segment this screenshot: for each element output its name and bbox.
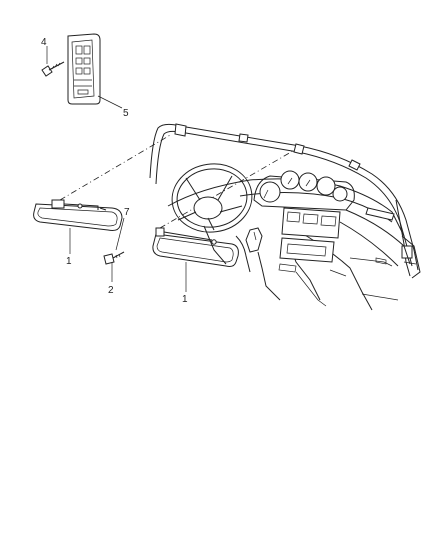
a-pillar-right bbox=[395, 199, 421, 279]
callout-1-right: 1 bbox=[182, 294, 188, 305]
center-console bbox=[278, 207, 341, 273]
callout-labels: 4 5 7 1 2 1 bbox=[41, 37, 188, 305]
floor-lines bbox=[295, 269, 399, 307]
callout-1-left: 1 bbox=[66, 256, 72, 267]
callout-4: 4 bbox=[41, 37, 47, 48]
sun-visor-right-part-1 bbox=[152, 227, 239, 267]
callout-7: 7 bbox=[124, 207, 130, 218]
screw-part-4 bbox=[41, 61, 65, 77]
instrument-cluster bbox=[253, 170, 355, 211]
visor-clip-part-2-7 bbox=[103, 251, 125, 265]
windshield-frame bbox=[149, 123, 419, 271]
callout-5: 5 bbox=[123, 108, 129, 119]
callout-2: 2 bbox=[108, 285, 114, 296]
steering-wheel bbox=[171, 163, 253, 265]
trim-panel-part-5 bbox=[67, 33, 101, 105]
leader-lines bbox=[46, 46, 187, 292]
sun-visor-left-part-1 bbox=[33, 199, 123, 231]
gear-shift bbox=[235, 227, 281, 301]
